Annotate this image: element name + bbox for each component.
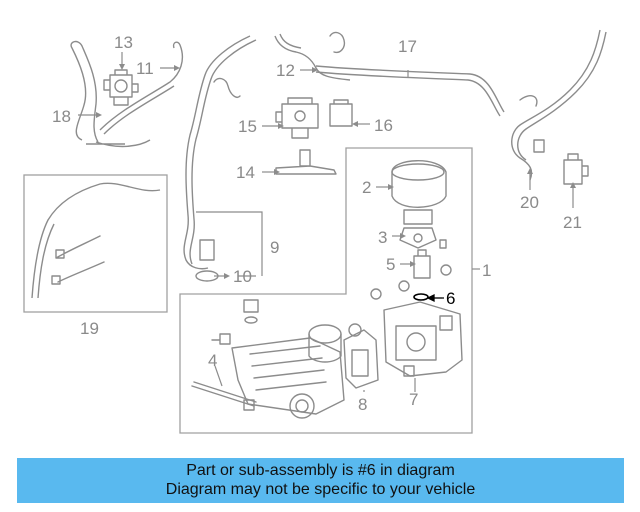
- bracket-14: [275, 149, 337, 175]
- egr-cooler-assembly: [211, 299, 362, 419]
- valve-body-7: [383, 301, 463, 377]
- callout-7: 7: [409, 390, 418, 409]
- arrowheads: [96, 64, 576, 279]
- hose-9: [183, 35, 257, 270]
- callout-10: 10: [233, 267, 252, 286]
- hose-11: [99, 41, 184, 135]
- o-ring-6: [413, 293, 429, 301]
- hose-12: [274, 31, 351, 81]
- callout-6: 6: [446, 289, 455, 308]
- parts-diagram: 13 11 18 12 17 15 16 14 2 3 5 1 6 9 10 1…: [23, 29, 607, 434]
- group-box-19: [23, 174, 168, 313]
- arrow-6: [426, 293, 444, 303]
- callout-11: 11: [136, 59, 154, 78]
- callout-21: 21: [563, 213, 582, 232]
- banner-line-1: Part or sub-assembly is #6 in diagram: [186, 462, 455, 479]
- sensor-21: [563, 153, 589, 185]
- callout-5: 5: [386, 255, 395, 274]
- hose-assembly-18: [70, 40, 151, 148]
- bolt-4: [191, 381, 257, 411]
- callout-8: 8: [358, 395, 367, 414]
- connector-16: [329, 99, 353, 127]
- banner-line-2: Diagram may not be specific to your vehi…: [165, 481, 476, 498]
- valve-13: [103, 69, 139, 106]
- callout-9: 9: [270, 238, 279, 257]
- actuator-2: [391, 160, 447, 225]
- callout-14: 14: [236, 163, 255, 182]
- callout-19: 19: [80, 319, 99, 338]
- callout-16: 16: [374, 116, 393, 135]
- callout-17: 17: [398, 37, 417, 56]
- hose-19: [31, 182, 161, 299]
- hose-20: [511, 29, 607, 181]
- callout-4: 4: [208, 351, 217, 370]
- callout-18: 18: [52, 107, 71, 126]
- callout-20: 20: [520, 193, 539, 212]
- plate-8: [343, 329, 379, 389]
- hose-17: [315, 65, 505, 117]
- callout-12: 12: [276, 61, 295, 80]
- callout-labels: 13 11 18 12 17 15 16 14 2 3 5 1 6 9 10 1…: [52, 33, 582, 414]
- callout-2: 2: [362, 178, 371, 197]
- sensor-5: [398, 249, 452, 292]
- callout-13: 13: [114, 33, 133, 52]
- callout-3: 3: [378, 228, 387, 247]
- callout-1: 1: [482, 261, 491, 280]
- gasket-3: [399, 227, 447, 249]
- valve-15: [275, 97, 319, 139]
- group-box-1: [179, 147, 473, 434]
- info-banner: Part or sub-assembly is #6 in diagram Di…: [17, 458, 624, 503]
- callout-15: 15: [238, 117, 257, 136]
